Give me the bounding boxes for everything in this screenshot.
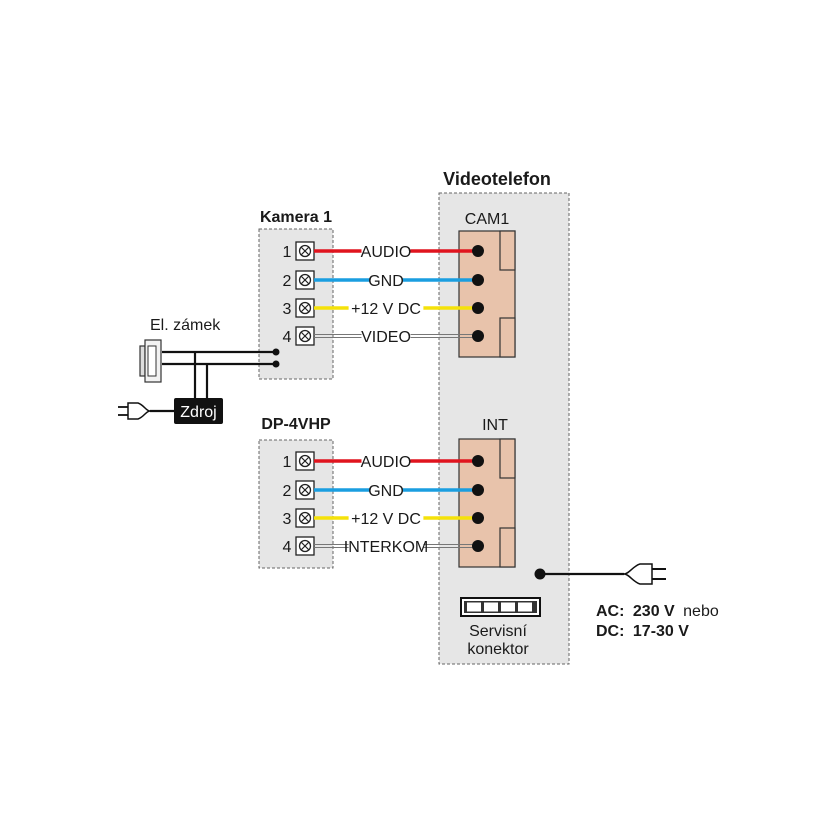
doorphone-connector-pin: [472, 484, 484, 496]
camera-title: Kamera 1: [260, 209, 332, 226]
doorphone-title: DP-4VHP: [261, 416, 331, 433]
camera-connector-pin: [472, 274, 484, 286]
camera-connector-pin: [472, 245, 484, 257]
int-connector-latch-bottom: [499, 527, 516, 568]
cam-connector-latch-top: [499, 230, 516, 271]
doorphone-wire-label-gnd: GND: [368, 483, 404, 500]
int-connector-label: INT: [482, 417, 508, 434]
camera-wire-label-gnd: GND: [368, 273, 404, 290]
doorphone-wiring: 1 AUDIO 2 GND 3 +12 V DC 4 INTERKOM: [283, 451, 484, 556]
ac-prefix: AC:: [596, 603, 624, 620]
power-ac-text: AC: 230 V nebo: [596, 603, 719, 620]
lock-label: El. zámek: [150, 317, 221, 334]
doorphone-wire-label-audio: AUDIO: [361, 454, 412, 471]
doorphone-wire-label-video: INTERKOM: [344, 539, 428, 556]
doorphone-terminal-number: 2: [283, 483, 292, 500]
cam-connector-label: CAM1: [465, 211, 510, 228]
doorphone-terminal-number: 1: [283, 454, 292, 471]
camera-terminal-number: 2: [283, 273, 292, 290]
camera-connector-pin: [472, 302, 484, 314]
cam-connector-latch-bottom: [499, 317, 516, 358]
lock-wiring: [162, 348, 280, 398]
camera-terminal-number: 1: [283, 244, 292, 261]
power-dc-text: DC: 17-30 V: [596, 623, 689, 640]
camera-terminal-number: 4: [283, 329, 292, 346]
power-supply-label: Zdroj: [180, 404, 216, 421]
service-connector-label-1: Servisní: [469, 623, 527, 640]
camera-connector-pin: [472, 330, 484, 342]
int-connector-latch-top: [499, 438, 516, 479]
doorphone-connector-pin: [472, 540, 484, 552]
dc-value: 17-30 V: [633, 623, 689, 640]
ac-suffix: nebo: [683, 603, 719, 620]
camera-wire-label-audio: AUDIO: [361, 244, 412, 261]
doorphone-terminal-number: 3: [283, 511, 292, 528]
mains-plug-icon: [534, 563, 666, 585]
lock-icon: [139, 339, 162, 383]
doorphone-wire-label-power: +12 V DC: [351, 511, 421, 528]
camera-wire-label-power: +12 V DC: [351, 301, 421, 318]
doorphone-connector-pin: [472, 512, 484, 524]
service-connector-label-2: konektor: [467, 641, 529, 658]
power-supply: [174, 398, 223, 424]
ac-value: 230 V: [633, 603, 675, 620]
power-plug-icon: [118, 402, 174, 420]
dc-prefix: DC:: [596, 623, 624, 640]
videotelefon-title: Videotelefon: [443, 169, 551, 189]
camera-terminal-number: 3: [283, 301, 292, 318]
service-connector-icon: [460, 597, 541, 617]
camera-wiring: 1 AUDIO 2 GND 3 +12 V DC 4 VIDEO: [283, 241, 484, 346]
camera-wire-label-video: VIDEO: [361, 329, 411, 346]
doorphone-terminal-number: 4: [283, 539, 292, 556]
doorphone-connector-pin: [472, 455, 484, 467]
